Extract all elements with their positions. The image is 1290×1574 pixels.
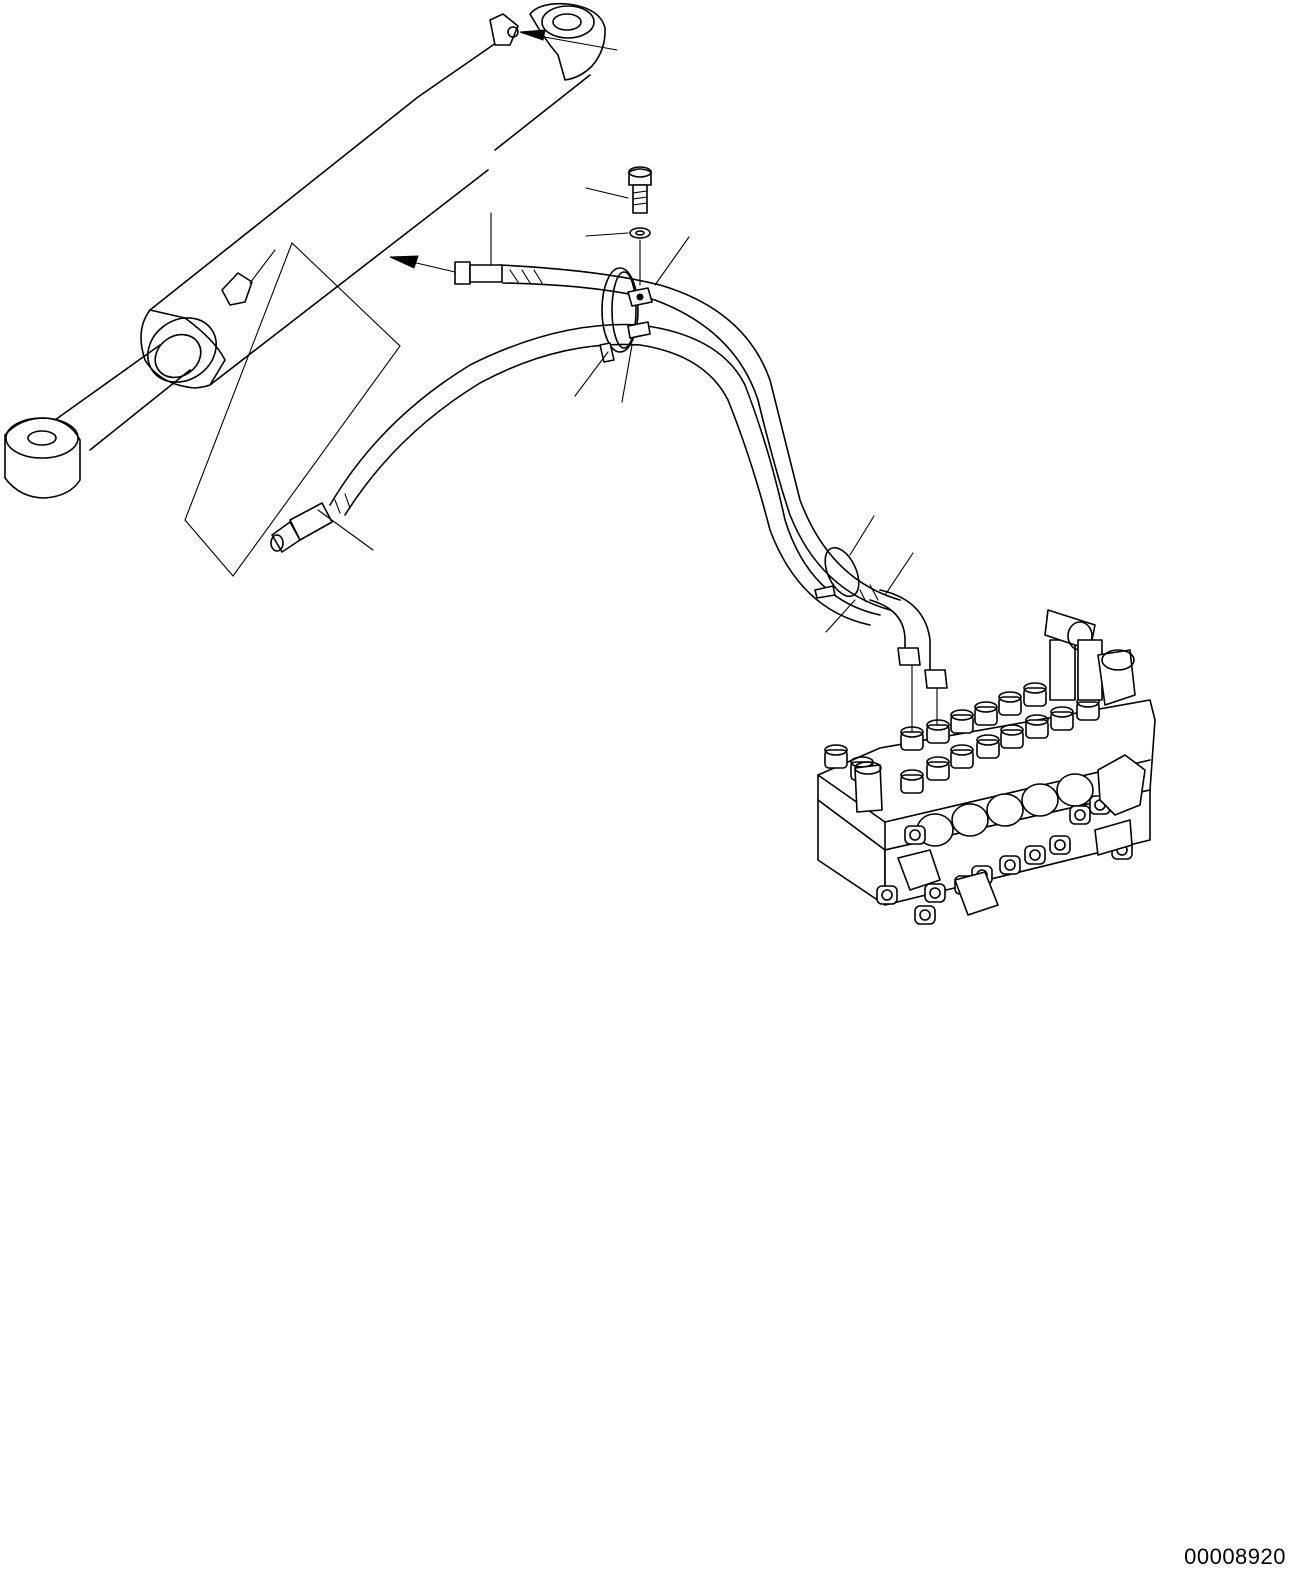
leader-line-lower-hose [317, 509, 374, 551]
mounting-bolt [628, 166, 652, 214]
piston-rod-bottom [89, 369, 191, 451]
valve-solenoid-blocks [897, 754, 1146, 916]
rod-eye [4, 417, 81, 499]
detail-frame [184, 242, 401, 577]
leader-line-valve-clamp [849, 515, 875, 556]
relief-valve-fitting-b [1077, 639, 1136, 706]
hose-valve-end-fittings [859, 584, 948, 741]
leader-line-valve-hose-b [825, 599, 856, 633]
leader-line-valve-hose-a [884, 552, 914, 596]
arrow-head-fitting [519, 29, 546, 41]
head-clevis [529, 2, 606, 81]
cylinder-tube-top-edge [417, 35, 507, 98]
leader-line-washer [585, 232, 629, 237]
control-valve-block [817, 609, 1156, 925]
leader-line-clamp-c [621, 344, 633, 403]
leader-line-clamp-a [654, 236, 690, 286]
drawing-number: 00008920 [1184, 1544, 1286, 1569]
piston-rod-top [54, 344, 161, 421]
cylinder-port-fitting [221, 249, 276, 306]
hose-lower [270, 323, 881, 626]
hydraulic-cylinder [4, 2, 618, 577]
cylinder-tube-bottom-edge-upper [494, 74, 591, 151]
lower-hose-end-fitting [270, 502, 333, 553]
relief-valve-fitting-c [854, 761, 883, 813]
cylinder-rod-end [140, 309, 226, 389]
arrow-head-upper-hose [389, 255, 419, 269]
cylinder-tube-bottom-edge [209, 169, 489, 386]
leader-line-bolt [585, 187, 629, 199]
cylinder-tube-lower-edge [149, 96, 419, 311]
hose-upper [454, 261, 901, 611]
valve-spool-caps [916, 773, 1094, 847]
hose-clamp-valve-end [814, 546, 860, 599]
leader-line-clamp-b [574, 351, 609, 397]
grease-fitting-top [489, 13, 519, 46]
washer [629, 227, 651, 239]
hose-clamp-upper [601, 267, 653, 353]
